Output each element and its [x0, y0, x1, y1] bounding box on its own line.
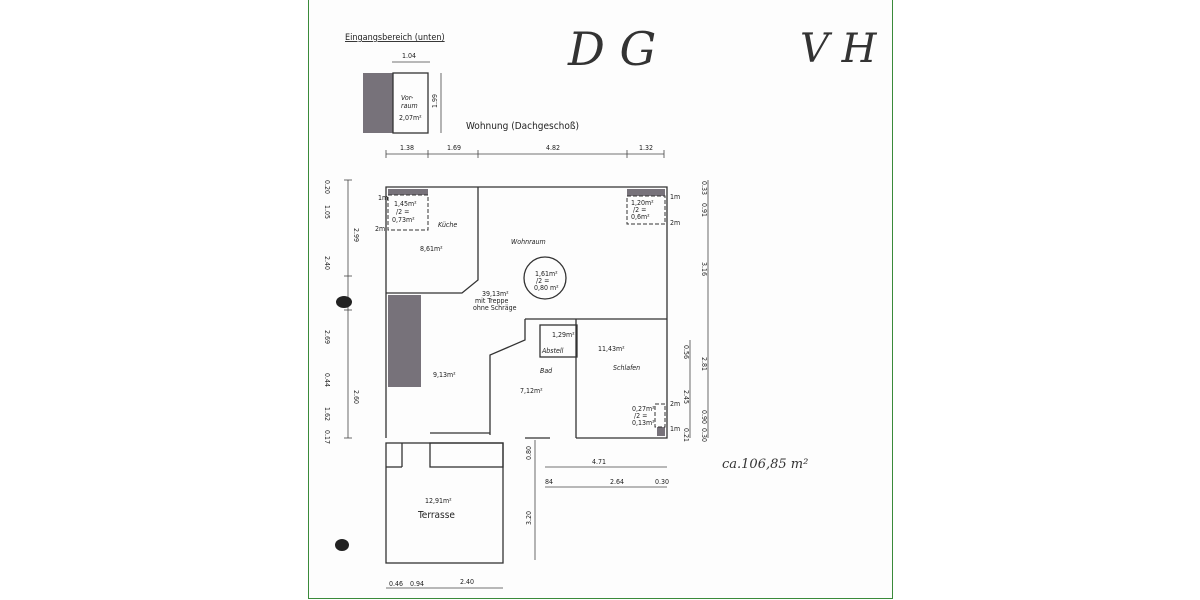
room-area: 9,13m² [433, 371, 456, 379]
room-label: Schlafen [613, 364, 640, 372]
dim-label: 1.32 [639, 144, 653, 152]
dim-label: 1.69 [447, 144, 461, 152]
hatched-area [657, 427, 665, 436]
slope-area: /2 = [634, 412, 647, 420]
dim-label: 1.38 [400, 144, 414, 152]
hatched-area [363, 73, 393, 133]
dim-label: 2.64 [610, 478, 624, 486]
dim-label: 0.17 [323, 430, 331, 444]
hatched-area [627, 189, 665, 196]
dim-label: 2.69 [323, 330, 331, 344]
dim-label: 0.80 [525, 446, 533, 460]
dim-label: 0.91 [700, 203, 708, 217]
right-dims: 0.33 0.91 3.16 2.81 0.21 0.30 0.56 2.45 … [682, 181, 708, 442]
walls [385, 186, 668, 564]
slope-area: 1,61m² [535, 270, 558, 278]
dim-label: 1.99 [431, 94, 439, 108]
slope-area: 1,20m² [631, 199, 654, 207]
dim-label: 84 [545, 478, 553, 486]
dim-label: 2.81 [700, 357, 708, 371]
room-label: Vor- [401, 94, 414, 102]
dim-label: 3.16 [700, 262, 708, 276]
slope-area: 0,6m² [631, 213, 650, 221]
height-mark: 1m [670, 193, 680, 201]
room-area: 12,91m² [425, 497, 452, 505]
slope-area: /2 = [396, 208, 409, 216]
hole-punch-mark [336, 296, 352, 308]
dim-label: 0.56 [682, 345, 690, 359]
room-label: Wohnraum [511, 238, 546, 246]
room-label: Bad [540, 367, 553, 375]
dim-label: 0.30 [700, 428, 708, 442]
dim-label: 0.90 [700, 410, 708, 424]
room-note: ohne Schräge [473, 304, 517, 312]
entrance-title: Eingangsbereich (unten) [345, 33, 445, 43]
dim-label: 2.40 [323, 256, 331, 270]
dim-label: 2.99 [352, 228, 360, 242]
dim-label: 0.44 [323, 373, 331, 387]
column-circle [523, 256, 567, 300]
room-label: Terrasse [417, 510, 455, 521]
height-mark: 1m [670, 425, 680, 433]
handwritten-initials: V H [800, 26, 878, 72]
dim-label: 1.04 [402, 52, 416, 60]
dim-label: 4.82 [546, 144, 560, 152]
room-area: 2,07m² [399, 114, 422, 122]
room-label: Küche [438, 221, 457, 229]
dim-label: 4.71 [592, 458, 606, 466]
height-mark: 2m [375, 225, 385, 233]
dim-label: 2.45 [682, 390, 690, 404]
slope-area: /2 = [536, 277, 549, 285]
hatched-area [388, 189, 428, 195]
dim-label: 2.60 [352, 390, 360, 404]
room-label: raum [401, 102, 418, 110]
handwritten-total-area: ca.106,85 m² [722, 457, 808, 472]
apartment-title: Wohnung (Dachgeschoß) [466, 121, 579, 132]
slope-area: /2 = [633, 206, 646, 214]
room-area: 39,13m² [482, 290, 509, 298]
height-mark: 2m [670, 219, 680, 227]
dim-label: 3.20 [525, 511, 533, 525]
slope-area-box [654, 403, 666, 428]
dim-label: 0.21 [682, 428, 690, 442]
room-area: 8,61m² [420, 245, 443, 253]
room-note: mit Treppe [475, 297, 508, 305]
room-area: 7,12m² [520, 387, 543, 395]
dim-label: 0.30 [655, 478, 669, 486]
slope-area: 1,45m² [394, 200, 417, 208]
dim-label: 1.62 [323, 407, 331, 421]
height-mark: 1m [378, 194, 388, 202]
room-label: Abstell [541, 347, 564, 355]
left-outer-dims: 0.20 1.05 2.40 2.69 0.44 1.62 0.17 [323, 180, 331, 444]
slope-area: 0,13m² [632, 419, 655, 427]
dim-label: 0.20 [323, 180, 331, 194]
hole-punch-mark [335, 539, 349, 551]
room-area: 1,29m² [552, 331, 575, 339]
height-mark: 2m [670, 400, 680, 408]
dim-label: 1.05 [323, 205, 331, 219]
vorraum-room [392, 72, 429, 134]
room-area: 11,43m² [598, 345, 625, 353]
slope-area: 0,73m² [392, 216, 415, 224]
dim-label: 0.33 [700, 181, 708, 195]
slope-area-box [387, 194, 429, 231]
slope-area-box [626, 195, 666, 225]
dim-label: 0.94 [410, 580, 424, 588]
dim-label: 2.40 [460, 578, 474, 586]
slope-area: 0,80 m² [534, 284, 559, 292]
dim-label: 0.46 [389, 580, 403, 588]
handwritten-initials: D G [567, 22, 656, 76]
staircase [388, 295, 421, 387]
slope-area: 0,27m² [632, 405, 655, 413]
